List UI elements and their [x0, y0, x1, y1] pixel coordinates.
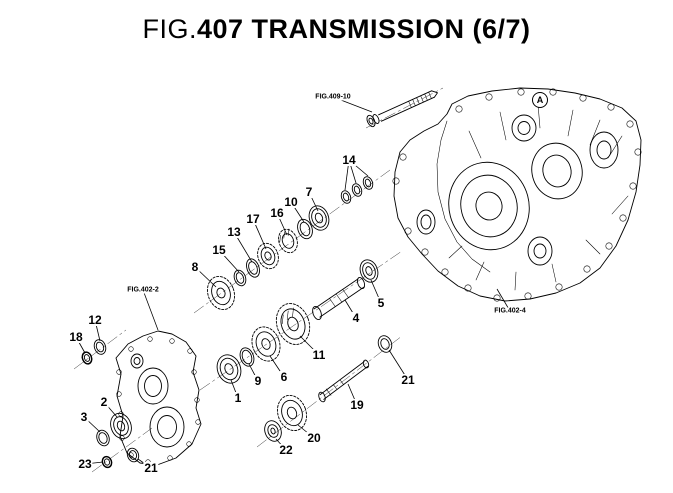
- part-number-callout: 5: [376, 296, 386, 310]
- part-7-bearing: [308, 205, 330, 231]
- part-19-shaft: [318, 359, 370, 403]
- figure-title: FIG.407 TRANSMISSION (6/7): [0, 14, 673, 45]
- part-8-gear: [207, 275, 235, 311]
- part-21-ring-right: [377, 335, 393, 353]
- part-3-ring: [96, 429, 110, 447]
- part-number-callout: 15: [211, 243, 227, 257]
- part-number-callout: 3: [79, 410, 89, 424]
- part-15-ring: [233, 269, 247, 287]
- part-11-gear: [275, 303, 311, 345]
- part-number-callout: 7: [304, 185, 314, 199]
- cover-bolt-holes: [116, 336, 201, 465]
- part-21-ring-left: [126, 447, 140, 463]
- part-number-callout: 20: [306, 431, 322, 445]
- housing-ribs: [448, 103, 629, 291]
- part-20-gear: [277, 394, 307, 432]
- part-2-bearing: [110, 412, 132, 440]
- part-number-callout: 11: [311, 348, 327, 362]
- main-shaft-train-drawing: [216, 259, 379, 384]
- part-number-callout: 18: [68, 330, 84, 344]
- figure-reference-label: FIG.409-10: [314, 93, 352, 101]
- part-22-washer: [264, 420, 282, 442]
- section-balloon: A: [532, 92, 548, 108]
- left-small-parts-drawing: [81, 339, 140, 469]
- part-17-gear: [257, 242, 279, 270]
- part-number-callout: 21: [143, 461, 159, 475]
- part-13-ring: [246, 258, 260, 278]
- part-23-nut: [101, 455, 113, 469]
- part-number-callout: 14: [341, 153, 357, 167]
- part-number-callout: 6: [279, 370, 289, 384]
- right-housing-drawing: [392, 87, 642, 302]
- part-number-callout: 8: [190, 260, 200, 274]
- part-number-callout: 13: [226, 225, 242, 239]
- figure-title-main: 407 TRANSMISSION (6/7): [196, 14, 531, 44]
- counter-gear-train-drawing: [207, 176, 374, 311]
- figure-reference-label: FIG.402-4: [493, 307, 527, 315]
- figure-reference-label: FIG.402-2: [126, 286, 160, 294]
- part-number-callout: 16: [269, 206, 285, 220]
- part-12-ring: [93, 339, 107, 355]
- part-number-callout: 4: [351, 311, 361, 325]
- part-1-bearing: [216, 354, 242, 384]
- threaded-bolt-drawing: [366, 90, 438, 128]
- part-5-bearing: [359, 259, 379, 283]
- housing-bolt-holes: [392, 88, 642, 302]
- part-number-callout: 23: [77, 457, 93, 471]
- part-number-callout: 9: [253, 374, 263, 388]
- part-4-shaft: [312, 276, 366, 320]
- figure-title-prefix: FIG.: [142, 14, 197, 44]
- part-number-callout: 17: [245, 212, 261, 226]
- part-number-callout: 19: [349, 398, 365, 412]
- part-number-callout: 12: [87, 313, 103, 327]
- part-16-gear: [278, 228, 298, 254]
- part-number-callout: 21: [400, 373, 416, 387]
- part-number-callout: 1: [233, 391, 243, 405]
- part-18-ring: [81, 351, 93, 365]
- thread-hatching: [408, 91, 432, 108]
- part-number-callout: 22: [278, 443, 294, 457]
- leader-lines: [75, 96, 511, 469]
- part-number-callout: 10: [283, 195, 299, 209]
- lower-shaft-train-drawing: [264, 335, 393, 442]
- part-14-rings: [340, 176, 374, 204]
- part-6-gear: [251, 326, 281, 362]
- part-10-ring: [297, 218, 313, 240]
- axis-lines: [73, 87, 444, 473]
- part-number-callout: 2: [99, 395, 109, 409]
